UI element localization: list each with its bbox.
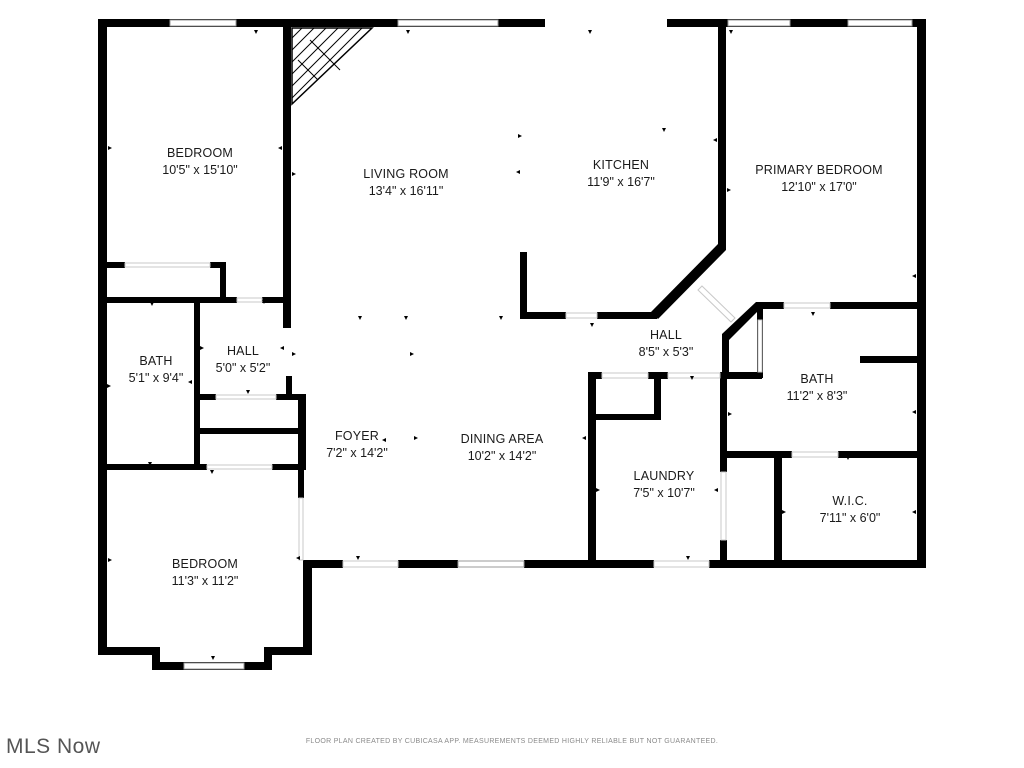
room-name: HALL xyxy=(226,344,260,358)
walls xyxy=(98,19,926,670)
room-primary-bedroom: PRIMARY BEDROOM 12'10" x 17'0" xyxy=(755,162,883,196)
brand-logo-text: MLS Now xyxy=(6,735,101,758)
room-name: KITCHEN xyxy=(592,158,650,172)
room-bedroom-lower-left: BEDROOM 11'3" x 11'2" xyxy=(172,556,239,590)
room-name: HALL xyxy=(649,328,683,342)
room-dimensions: 13'4" x 16'11" xyxy=(368,184,444,198)
room-dimensions: 12'10" x 17'0" xyxy=(781,180,857,194)
room-dimensions: 11'9" x 16'7" xyxy=(587,175,655,189)
room-dimensions: 7'2" x 14'2" xyxy=(326,446,388,460)
room-dimensions: 11'2" x 8'3" xyxy=(786,389,848,403)
room-name: BEDROOM xyxy=(171,557,238,571)
room-dimensions: 10'2" x 14'2" xyxy=(467,449,537,463)
room-laundry: LAUNDRY 7'5" x 10'7" xyxy=(633,468,695,502)
room-dimensions: 7'11" x 6'0" xyxy=(819,511,881,525)
room-dimensions: 5'1" x 9'4" xyxy=(128,371,184,385)
room-dimensions: 7'5" x 10'7" xyxy=(633,486,695,500)
room-bedroom-upper-left: BEDROOM 10'5" x 15'10" xyxy=(162,145,238,179)
room-hall-left: HALL 5'0" x 5'2" xyxy=(216,343,271,377)
room-dining-area: DINING AREA 10'2" x 14'2" xyxy=(461,431,544,465)
windows xyxy=(169,19,913,670)
room-name: FOYER xyxy=(334,429,380,443)
door-openings xyxy=(124,262,839,568)
room-name: PRIMARY BEDROOM xyxy=(755,163,883,177)
room-dimensions: 11'3" x 11'2" xyxy=(171,574,239,588)
room-name: LIVING ROOM xyxy=(363,167,449,181)
fireplace-hatch xyxy=(291,27,374,106)
room-kitchen: KITCHEN 11'9" x 16'7" xyxy=(587,157,655,191)
room-name: LAUNDRY xyxy=(633,469,695,483)
room-bath-right: BATH 11'2" x 8'3" xyxy=(787,371,848,405)
room-living-room: LIVING ROOM 13'4" x 16'11" xyxy=(363,166,449,200)
room-name: BATH xyxy=(800,372,834,386)
room-dimensions: 8'5" x 5'3" xyxy=(638,345,694,359)
room-foyer: FOYER 7'2" x 14'2" xyxy=(326,428,388,462)
room-bath-left: BATH 5'1" x 9'4" xyxy=(129,353,184,387)
room-name: BATH xyxy=(139,354,173,368)
room-hall-right: HALL 8'5" x 5'3" xyxy=(639,327,694,361)
room-name: BEDROOM xyxy=(166,146,233,160)
room-dimensions: 10'5" x 15'10" xyxy=(162,163,238,177)
room-name: DINING AREA xyxy=(460,432,544,446)
room-dimensions: 5'0" x 5'2" xyxy=(215,361,271,375)
room-wic: W.I.C. 7'11" x 6'0" xyxy=(820,493,881,527)
disclaimer-note: FLOOR PLAN CREATED BY CUBICASA APP. MEAS… xyxy=(305,738,719,745)
dimension-ticks xyxy=(107,30,916,660)
room-name: W.I.C. xyxy=(832,494,868,508)
